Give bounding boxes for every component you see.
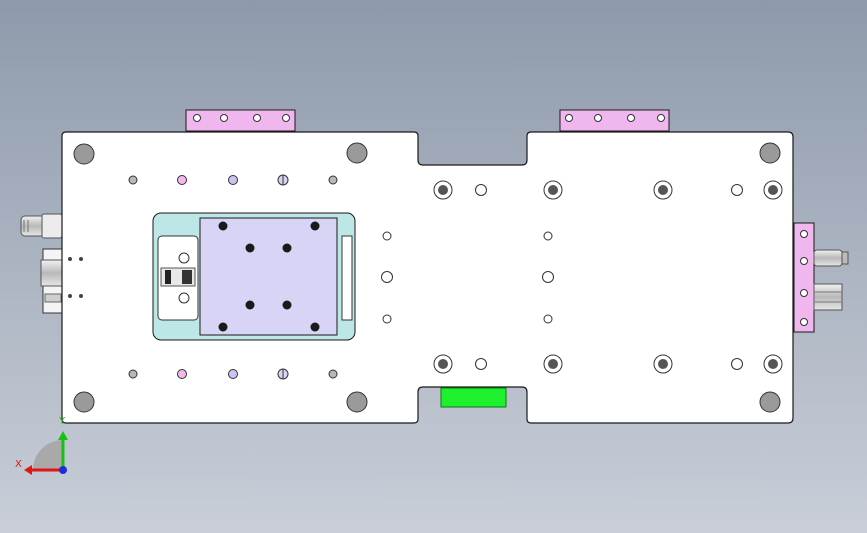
socket-screw[interactable] xyxy=(433,180,453,200)
small-hole-pink[interactable] xyxy=(177,175,187,185)
top-bracket-left[interactable] xyxy=(185,109,296,132)
corner-hole[interactable] xyxy=(346,391,368,413)
small-hole[interactable] xyxy=(128,369,138,379)
small-holes-top-row xyxy=(128,174,338,186)
small-hole[interactable] xyxy=(543,231,553,241)
medium-hole[interactable] xyxy=(731,358,743,370)
axis-x-arrowhead xyxy=(24,465,32,475)
slide-assembly[interactable] xyxy=(152,212,356,341)
socket-screw[interactable] xyxy=(433,354,453,374)
socket-screw[interactable] xyxy=(763,354,783,374)
right-bracket[interactable] xyxy=(793,222,815,333)
socket-screw[interactable] xyxy=(653,354,673,374)
medium-hole[interactable] xyxy=(475,184,487,196)
top-bracket-right[interactable] xyxy=(559,109,670,132)
small-hole[interactable] xyxy=(382,314,392,324)
socket-screws xyxy=(433,180,783,374)
base-plate[interactable] xyxy=(61,131,794,424)
small-hole[interactable] xyxy=(328,175,338,185)
axis-x-label: X xyxy=(15,459,22,470)
left-cylinder-body[interactable] xyxy=(40,248,64,314)
socket-screw[interactable] xyxy=(543,354,563,374)
left-air-fitting[interactable] xyxy=(20,213,63,239)
socket-screw[interactable] xyxy=(653,180,673,200)
small-hole-lavender[interactable] xyxy=(228,369,238,379)
right-hex-fitting-bottom[interactable] xyxy=(813,283,843,311)
corner-hole[interactable] xyxy=(759,391,781,413)
socket-screw[interactable] xyxy=(543,180,563,200)
slide-block[interactable] xyxy=(199,217,338,336)
corner-hole[interactable] xyxy=(759,142,781,164)
cylinder-mount-screws xyxy=(68,257,83,298)
medium-hole[interactable] xyxy=(542,271,554,283)
corner-hole[interactable] xyxy=(73,391,95,413)
small-hole[interactable] xyxy=(128,175,138,185)
small-hole-lavender[interactable] xyxy=(228,175,238,185)
small-hole[interactable] xyxy=(543,314,553,324)
small-hole[interactable] xyxy=(382,231,392,241)
axis-y-label: Y xyxy=(58,416,66,427)
center-holes xyxy=(381,184,743,370)
medium-hole[interactable] xyxy=(475,358,487,370)
axis-y-arrowhead xyxy=(58,431,68,440)
green-stopper[interactable] xyxy=(440,387,507,408)
medium-hole[interactable] xyxy=(381,271,393,283)
small-hole-pink[interactable] xyxy=(177,369,187,379)
corner-holes xyxy=(73,142,781,413)
corner-hole[interactable] xyxy=(73,143,95,165)
corner-hole[interactable] xyxy=(346,142,368,164)
coordinate-triad: X Y xyxy=(15,416,68,475)
small-hole[interactable] xyxy=(328,369,338,379)
medium-hole[interactable] xyxy=(731,184,743,196)
axis-origin xyxy=(59,466,67,474)
socket-screw[interactable] xyxy=(763,180,783,200)
right-air-fitting-top[interactable] xyxy=(813,249,849,267)
triad-quadrant xyxy=(33,440,63,470)
small-holes-bottom-row xyxy=(128,368,338,380)
